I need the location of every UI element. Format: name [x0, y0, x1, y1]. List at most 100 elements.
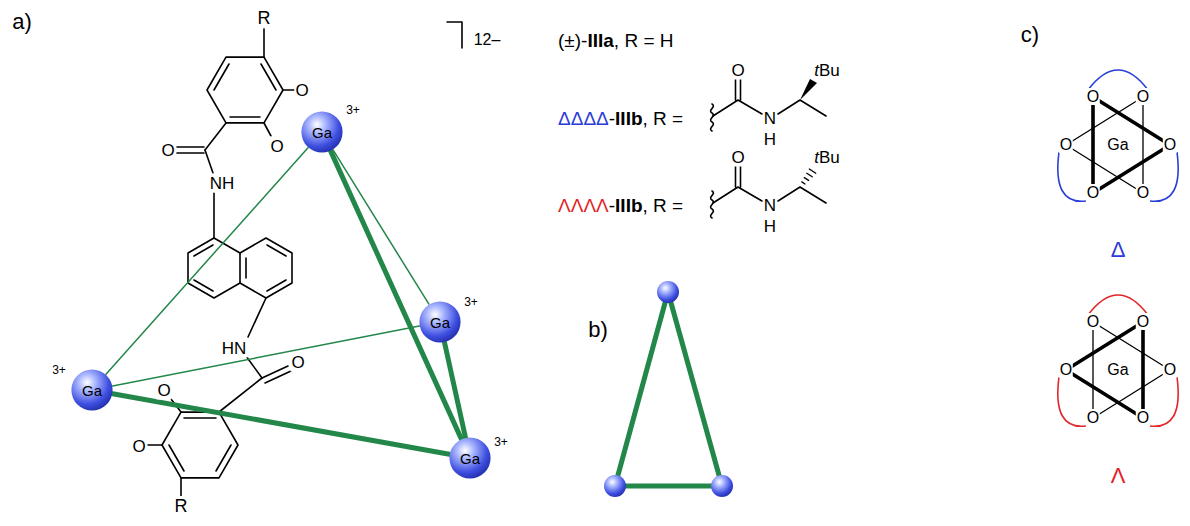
- metal-label: Ga: [1106, 362, 1129, 378]
- atom-label: O: [1136, 89, 1150, 105]
- attachment-squiggle: [711, 191, 714, 218]
- atom-label-text: O: [1136, 88, 1150, 105]
- group-label: tBu: [813, 149, 841, 166]
- substituent-label-text: R: [257, 8, 272, 28]
- atom-symbol: Ga: [430, 315, 450, 330]
- atom-label-text: O: [131, 437, 146, 456]
- triangle-face: [615, 292, 722, 486]
- atom-label: N: [763, 110, 777, 127]
- atom-label: O: [1086, 89, 1100, 105]
- atom-label-text: H: [763, 217, 777, 236]
- panel-letter-text: a): [11, 9, 33, 34]
- gallium-sphere: Ga3+: [301, 111, 343, 153]
- atom-label: H: [763, 131, 777, 148]
- atom-label-text: O: [1086, 88, 1100, 105]
- atom-label-text: O: [160, 141, 175, 160]
- atom-label: O: [269, 138, 284, 155]
- front-face: [1066, 322, 1143, 418]
- atom-label: O: [1059, 362, 1073, 378]
- atom-label: N: [763, 197, 777, 214]
- atom-label-text: O: [1059, 136, 1073, 153]
- hashed-wedge: [802, 169, 816, 184]
- aromatic-bonds: [194, 245, 286, 291]
- compound-label-part: , R =: [643, 195, 684, 216]
- front-face: [1093, 97, 1170, 193]
- charge-label-text: 12–: [473, 31, 502, 48]
- sphere-body: [301, 111, 342, 152]
- atom-label: O: [160, 142, 175, 159]
- carbonyl-ring-bond: [219, 378, 262, 412]
- naphthyl-amide-bond: [248, 298, 266, 337]
- atom-label-text: O: [1163, 361, 1177, 378]
- atom-label: O: [1086, 410, 1100, 426]
- naphthalene-ring: [188, 238, 240, 298]
- sphere-body: [449, 437, 490, 478]
- back-face: [1093, 322, 1170, 418]
- substituent-label: R: [257, 9, 272, 27]
- atom-label: HN: [221, 340, 248, 357]
- atom-label: O: [1086, 314, 1100, 330]
- chelate-arc: [1088, 70, 1148, 90]
- charge-label: 3+: [346, 104, 360, 116]
- catechol-ring: [162, 412, 238, 478]
- atom-label: O: [730, 149, 745, 166]
- substituent-label: R: [174, 497, 189, 515]
- atom-label-text: O: [294, 81, 309, 100]
- atom-label-text: HN: [221, 339, 248, 358]
- compound-label-part: ΛΛΛΛ: [558, 195, 609, 216]
- amide-naphthyl-bond: [213, 193, 215, 238]
- atom-label: O: [1136, 185, 1150, 201]
- atom-label: O: [1086, 185, 1100, 201]
- back-face: [1066, 97, 1143, 193]
- atom-label: O: [290, 354, 305, 371]
- chelate-arc: [1150, 152, 1178, 201]
- metal-label-text: Ga: [1106, 361, 1129, 378]
- atom-label: O: [294, 82, 309, 99]
- metal-sphere: [711, 475, 733, 497]
- cage-edge: [445, 343, 466, 438]
- atom-label: O: [730, 62, 745, 79]
- cage-edge: [106, 148, 308, 375]
- compound-label: ΛΛΛΛ-IIIb, R =: [558, 196, 683, 215]
- sphere-body: [71, 369, 112, 410]
- atom-label-text: O: [1136, 313, 1150, 330]
- carbonyl-double-bond: [177, 147, 204, 153]
- bold-wedge: [800, 79, 817, 100]
- chirality-label-text: Δ: [1110, 237, 1127, 262]
- atom-symbol: Ga: [312, 125, 332, 140]
- metal-sphere: [604, 475, 626, 497]
- atom-label-text: O: [1163, 136, 1177, 153]
- atom-label-text: O: [290, 353, 305, 372]
- compound-label-part: IIIa: [587, 30, 613, 51]
- compound-label: ΔΔΔΔ-IIIb, R =: [558, 109, 683, 128]
- atom-symbol: Ga: [82, 383, 102, 398]
- aromatic-bonds: [169, 418, 231, 471]
- atom-label-text: O: [1086, 409, 1100, 426]
- atom-label-text: O: [269, 137, 284, 156]
- atom-label-text: O: [1086, 313, 1100, 330]
- metal-label: Ga: [1106, 137, 1129, 153]
- atom-label: O: [1136, 314, 1150, 330]
- substituent-label-text: R: [174, 496, 189, 516]
- atom-label-text: O: [1059, 361, 1073, 378]
- compound-label-part: , R =: [643, 108, 684, 129]
- atom-label: O: [131, 438, 146, 455]
- atom-label-text: O: [730, 148, 745, 167]
- atom-label-text: O: [730, 61, 745, 80]
- attachment-squiggle: [711, 104, 714, 131]
- group-label: tBu: [813, 62, 841, 79]
- atom-label-text: H: [763, 130, 777, 149]
- amide-bond: [205, 150, 213, 173]
- panel-letter: c): [1020, 24, 1040, 46]
- chirality-label: Λ: [1110, 465, 1127, 487]
- cage-edge: [331, 151, 462, 439]
- compound-label-part: (±)-: [558, 30, 587, 51]
- charge-label: 3+: [464, 296, 478, 308]
- compound-label: (±)-IIIa, R = H: [558, 31, 673, 50]
- atom-label-text: N: [763, 109, 777, 128]
- atom-label: O: [1163, 137, 1177, 153]
- gallium-sphere: Ga3+: [71, 369, 113, 411]
- atom-label: O: [1059, 137, 1073, 153]
